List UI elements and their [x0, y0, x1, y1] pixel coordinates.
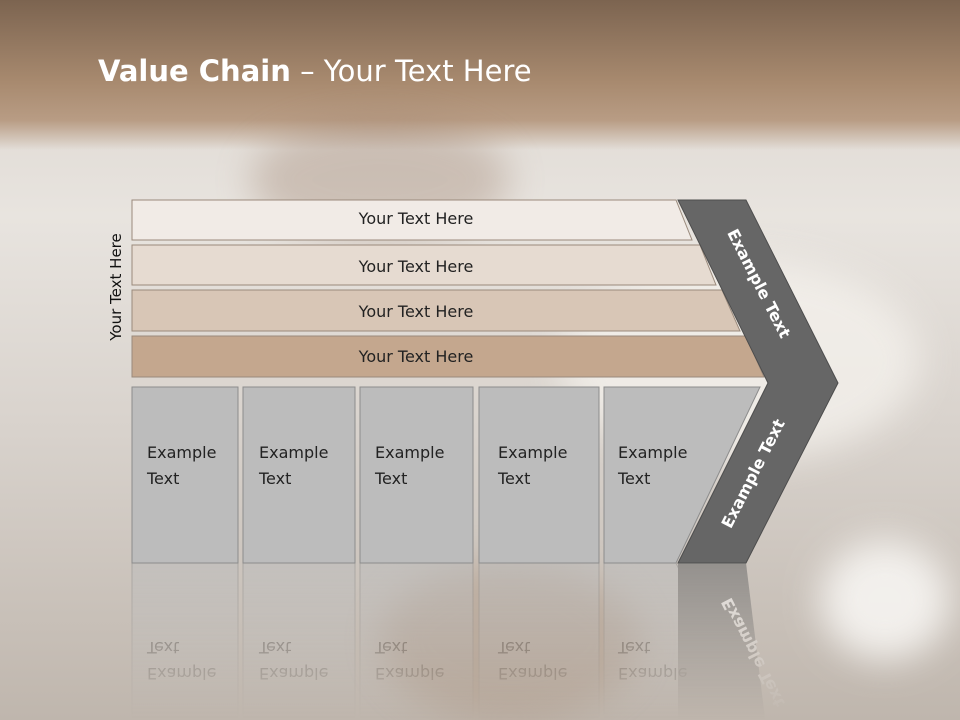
title-band [0, 0, 960, 150]
box-text-line2: Text [617, 469, 650, 488]
support-boxes: Example Text Example Text Example Text E… [131, 386, 761, 564]
row-label: Your Text Here [358, 257, 474, 276]
support-box [359, 386, 474, 564]
support-box [242, 386, 356, 564]
support-box [131, 386, 239, 564]
box-text-line1: Example [498, 443, 567, 462]
reflection-text: Text [617, 638, 650, 657]
row-label: Your Text Here [358, 209, 474, 228]
row-label: Your Text Here [358, 347, 474, 366]
reflection-text: Example [147, 664, 216, 683]
background-photo-blob [820, 540, 950, 660]
row-shape [131, 199, 693, 241]
primary-rows: Your Text Here Your Text Here Your Text … [131, 199, 765, 378]
row-label: Your Text Here [358, 302, 474, 321]
box-text-line1: Example [147, 443, 216, 462]
box-text-line2: Text [146, 469, 179, 488]
title-bold: Value Chain [98, 54, 291, 88]
reflection-text: Example [375, 664, 444, 683]
box-text-line2: Text [258, 469, 291, 488]
box-text-line2: Text [374, 469, 407, 488]
reflection-chevron [678, 563, 766, 720]
reflection-text: Text [146, 638, 179, 657]
reflection-box [131, 562, 239, 720]
reflection-box [359, 562, 474, 720]
row-shape [131, 244, 717, 286]
reflection-box [478, 562, 600, 720]
reflection-text: Text [497, 638, 530, 657]
reflection-text: Example [498, 664, 567, 683]
title-rest: – Your Text Here [290, 54, 532, 88]
page-title: Value Chain – Your Text Here [98, 54, 532, 88]
reflection-box [242, 562, 356, 720]
box-text-line1: Example [259, 443, 328, 462]
support-box [478, 386, 600, 564]
box-text-line2: Text [497, 469, 530, 488]
reflection: Example Text Example Text Example Text E… [131, 562, 789, 720]
reflection-text: Example [618, 664, 687, 683]
reflection-text: Text [374, 638, 407, 657]
row-shape [131, 335, 765, 378]
box-text-line1: Example [375, 443, 444, 462]
row-shape [131, 289, 741, 332]
reflection-text: Text [258, 638, 291, 657]
box-text-line1: Example [618, 443, 687, 462]
reflection-text: Example [259, 664, 328, 683]
